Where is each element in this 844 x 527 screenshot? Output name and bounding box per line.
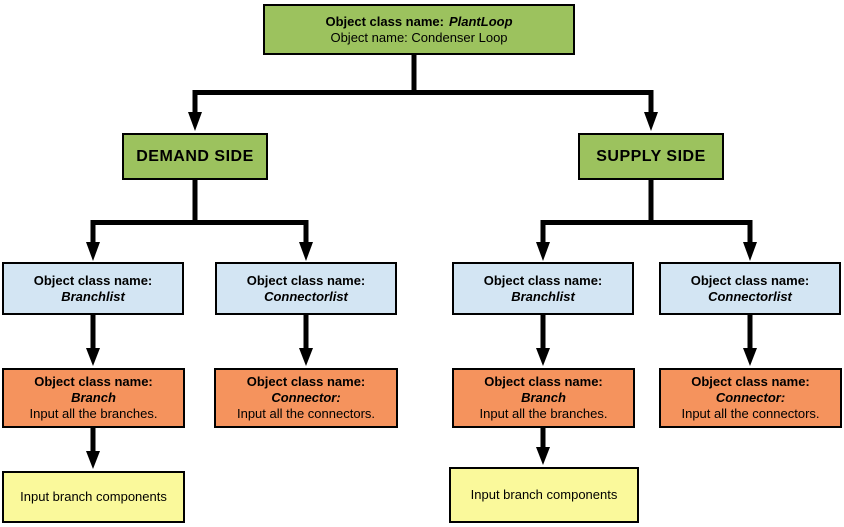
supply-branch-box: Object class name: Branch Input all the … <box>452 368 635 428</box>
box-note: Input all the connectors. <box>681 406 820 421</box>
box-heading: Object class name: <box>484 374 603 389</box>
demand-connectorlist-box: Object class name: Connectorlist <box>215 262 397 315</box>
plantloop-object-name: Object name: Condenser Loop <box>330 29 508 45</box>
box-heading: Object class name: <box>483 272 603 288</box>
box-heading: Object class name: <box>691 374 810 389</box>
box-heading: Object class name: <box>33 272 153 288</box>
demand-components-box: Input branch components <box>2 471 185 523</box>
box-class-name: Branchlist <box>511 288 575 304</box>
plantloop-box: Object class name:PlantLoop Object name:… <box>263 4 575 55</box>
supply-side-label: SUPPLY SIDE <box>596 147 706 165</box>
plantloop-class-name: PlantLoop <box>448 13 513 29</box>
box-heading: Object class name: <box>34 374 153 389</box>
box-note: Input all the connectors. <box>236 406 376 421</box>
demand-side-label: DEMAND SIDE <box>136 147 254 165</box>
box-label: Input branch components <box>20 489 167 504</box>
box-heading: Object class name: <box>690 272 810 288</box>
box-class-name: Branch <box>521 390 566 405</box>
box-class-name: Branchlist <box>61 288 125 304</box>
demand-connector-box: Object class name: Connector: Input all … <box>214 368 398 428</box>
demand-branchlist-box: Object class name: Branchlist <box>2 262 184 315</box>
supply-branchlist-box: Object class name: Branchlist <box>452 262 634 315</box>
demand-branch-box: Object class name: Branch Input all the … <box>2 368 185 428</box>
box-class-name: Connector: <box>715 390 786 405</box>
supply-components-box: Input branch components <box>449 467 639 523</box>
box-class-name: Connector: <box>271 390 341 405</box>
box-heading: Object class name: <box>246 272 366 288</box>
supply-connectorlist-box: Object class name: Connectorlist <box>659 262 841 315</box>
box-heading: Object class name: <box>246 374 366 389</box>
supply-side-box: SUPPLY SIDE <box>578 133 724 180</box>
box-label: Input branch components <box>470 487 618 502</box>
supply-connector-box: Object class name: Connector: Input all … <box>659 368 842 428</box>
plantloop-heading: Object class name: <box>325 13 444 29</box>
box-note: Input all the branches. <box>29 406 158 421</box>
demand-side-box: DEMAND SIDE <box>122 133 268 180</box>
box-class-name: Connectorlist <box>264 288 348 304</box>
box-note: Input all the branches. <box>479 406 608 421</box>
box-class-name: Connectorlist <box>708 288 792 304</box>
plantloop-heading-line: Object class name:PlantLoop <box>325 14 512 30</box>
box-class-name: Branch <box>71 390 116 405</box>
